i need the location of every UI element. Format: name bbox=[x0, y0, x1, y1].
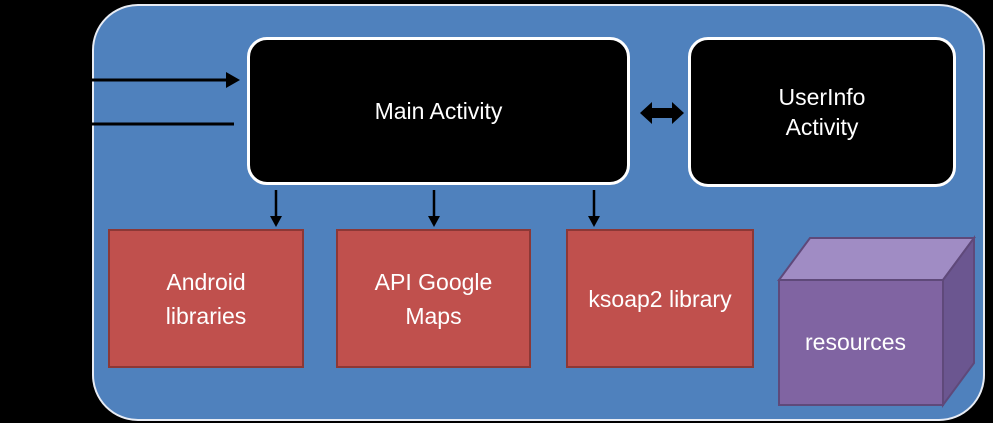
resources-label: resources bbox=[805, 329, 906, 355]
android-libraries-label: Android libraries bbox=[165, 268, 247, 329]
arrow-head-android bbox=[270, 216, 282, 227]
ksoap2-library-box: ksoap2 library bbox=[566, 229, 754, 368]
bidirectional-arrow bbox=[640, 102, 684, 124]
google-maps-api-box: API Google Maps bbox=[336, 229, 531, 368]
userinfo-activity-label: UserInfo Activity bbox=[778, 84, 866, 140]
arrow-head-ksoap2 bbox=[588, 216, 600, 227]
google-maps-api-label: API Google Maps bbox=[374, 268, 493, 329]
ksoap2-library-label: ksoap2 library bbox=[588, 285, 732, 312]
arrow-head-maps bbox=[428, 216, 440, 227]
main-activity-label: Main Activity bbox=[374, 98, 503, 124]
main-activity-box: Main Activity bbox=[247, 37, 630, 185]
resources-cube bbox=[777, 234, 976, 409]
android-libraries-box: Android libraries bbox=[108, 229, 304, 368]
incoming-arrow-head bbox=[226, 72, 240, 88]
userinfo-activity-box: UserInfo Activity bbox=[688, 37, 956, 187]
